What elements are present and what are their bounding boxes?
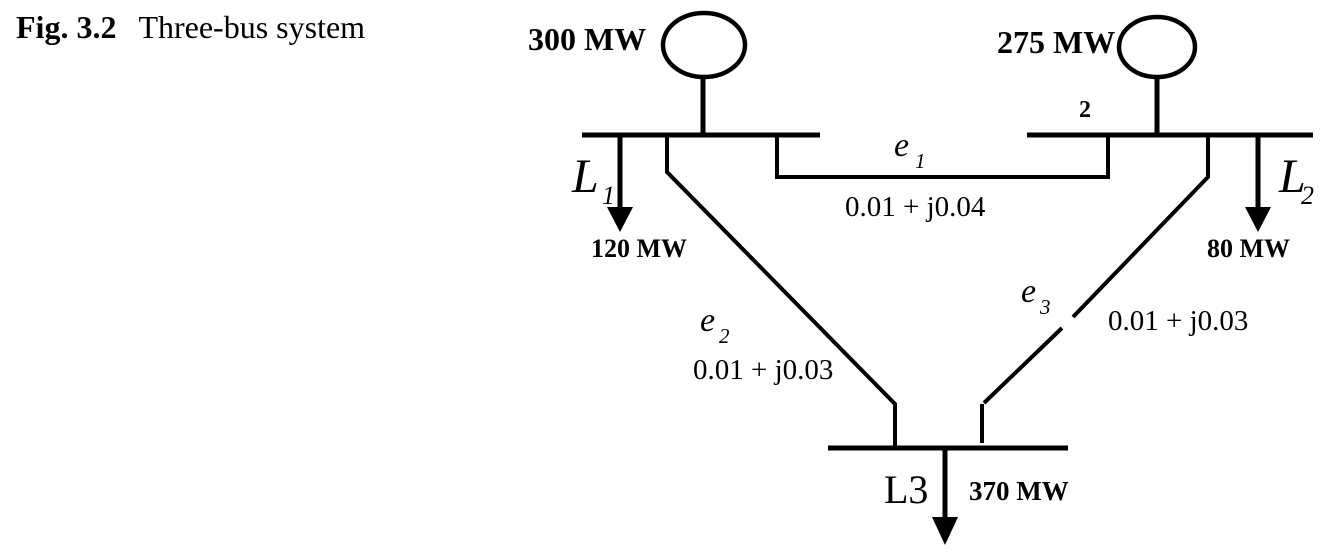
generator-1-output: 300 MW (528, 21, 646, 57)
bus-2: 2 (1027, 97, 1313, 138)
line-e3-label: e (1021, 273, 1036, 310)
line-e1-impedance: 0.01 + j0.04 (845, 191, 986, 223)
load-l2-label-subscript: 2 (1301, 181, 1314, 210)
load-l3-label: L3 (884, 467, 928, 512)
load-l1-arrow-down-icon (607, 207, 633, 232)
generator-1: 300 MW (528, 10, 748, 137)
figure-number: Fig. 3.2 (16, 9, 117, 45)
figure-title: Three-bus system (138, 9, 366, 45)
line-e3: e 3 0.01 + j0.03 (980, 135, 1248, 443)
generator-1-circle-icon (660, 10, 748, 80)
load-l3-value: 370 MW (969, 476, 1069, 506)
line-e1-conductor (775, 135, 1110, 179)
generator-2-circle-icon (1116, 14, 1198, 80)
generator-2: 275 MW (997, 14, 1198, 137)
generator-2-output: 275 MW (997, 24, 1115, 60)
load-l2: L 2 80 MW (1207, 137, 1314, 263)
load-l1-value: 120 MW (591, 234, 687, 263)
load-l2-label: L (1278, 150, 1306, 203)
line-e2-label: e (700, 302, 715, 339)
bus-2-number: 2 (1079, 97, 1091, 123)
line-e1-label: e (894, 127, 909, 164)
load-l1-label: L (571, 150, 599, 203)
figure-caption: Fig. 3.2 Three-bus system (16, 9, 365, 46)
line-e3-label-subscript: 3 (1039, 295, 1051, 319)
line-e1-label-subscript: 1 (915, 149, 926, 173)
line-e2-label-subscript: 2 (719, 324, 730, 348)
line-e3-conductor-lower (982, 326, 1064, 405)
load-l2-arrow-down-icon (1245, 207, 1271, 232)
line-e2-conductor (665, 135, 897, 448)
load-l1-label-subscript: 1 (602, 181, 615, 210)
load-l3: L3 370 MW (884, 448, 1069, 545)
load-l3-arrow-down-icon (932, 517, 958, 545)
load-l1: L 1 120 MW (571, 137, 687, 263)
line-e2: e 2 0.01 + j0.03 (665, 135, 897, 448)
load-l2-value: 80 MW (1207, 234, 1290, 263)
line-e3-conductor-upper (1071, 135, 1210, 319)
line-e1: e 1 0.01 + j0.04 (775, 127, 1110, 223)
line-e3-impedance: 0.01 + j0.03 (1108, 305, 1248, 337)
line-e2-impedance: 0.01 + j0.03 (693, 354, 833, 386)
